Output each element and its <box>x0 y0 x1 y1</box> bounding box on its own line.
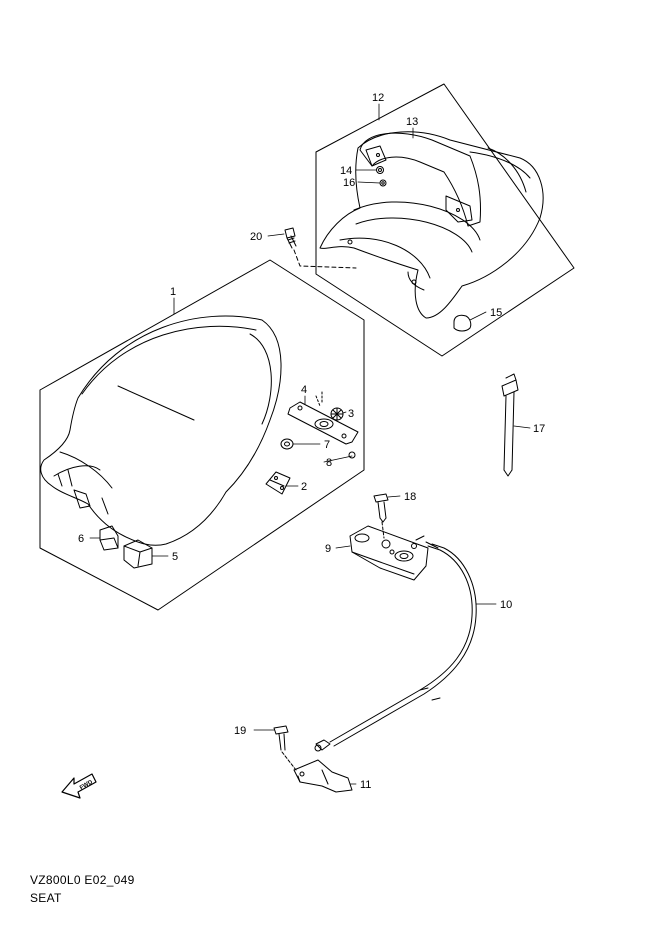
seat-nut <box>348 451 356 459</box>
seat-mounting-plate <box>287 401 359 445</box>
seat-lock-cable <box>314 543 477 752</box>
forward-direction-label: FWD <box>79 779 94 791</box>
rear-seat-assembly-box <box>315 83 575 357</box>
callout-13: 13 <box>406 116 418 128</box>
callout-5: 5 <box>172 551 178 563</box>
rear-seat-bolt <box>284 227 357 269</box>
callout-7: 7 <box>324 439 330 451</box>
seat-hinge-bracket <box>265 471 291 495</box>
diagram-code: VZ800L0 E02_049 <box>30 873 135 887</box>
rear-seat <box>319 131 544 319</box>
diagram-title: SEAT <box>30 891 62 905</box>
grab-rail <box>359 132 481 227</box>
rear-seat-nut <box>376 166 384 174</box>
callout-12: 12 <box>372 92 384 104</box>
cable-bracket-screw <box>273 725 297 771</box>
seat-star-nut <box>315 391 344 421</box>
seat-lock-screw <box>373 493 389 539</box>
callout-3: 3 <box>348 408 354 420</box>
forward-arrow-icon <box>61 773 97 799</box>
front-seat <box>40 315 282 546</box>
seat-lock-rod <box>501 373 519 477</box>
callout-6: 6 <box>78 533 84 545</box>
callout-labels: 1 2 3 4 5 6 7 8 9 10 11 12 13 14 15 16 1… <box>78 92 545 791</box>
callout-20: 20 <box>250 231 262 243</box>
callout-1: 1 <box>170 286 176 298</box>
callout-4: 4 <box>301 384 307 396</box>
callout-18: 18 <box>404 491 416 503</box>
callout-8: 8 <box>326 457 332 469</box>
callout-11: 11 <box>360 779 371 791</box>
seat-lock <box>349 525 439 581</box>
front-seat-assembly-box <box>39 259 365 611</box>
seat-cushion-large <box>123 539 153 569</box>
callout-15: 15 <box>490 307 502 319</box>
callout-10: 10 <box>500 599 512 611</box>
leader-lines <box>89 103 531 785</box>
callout-17: 17 <box>533 423 545 435</box>
seat-grommet <box>280 438 294 450</box>
seat-cushion-small <box>99 525 119 551</box>
rear-seat-washer <box>379 179 387 187</box>
cable-bracket <box>293 759 353 793</box>
rear-seat-cap <box>453 314 472 332</box>
callout-14: 14 <box>340 165 352 177</box>
callout-2: 2 <box>301 481 307 493</box>
callout-9: 9 <box>325 543 331 555</box>
callout-19: 19 <box>234 725 246 737</box>
callout-16: 16 <box>343 177 355 189</box>
